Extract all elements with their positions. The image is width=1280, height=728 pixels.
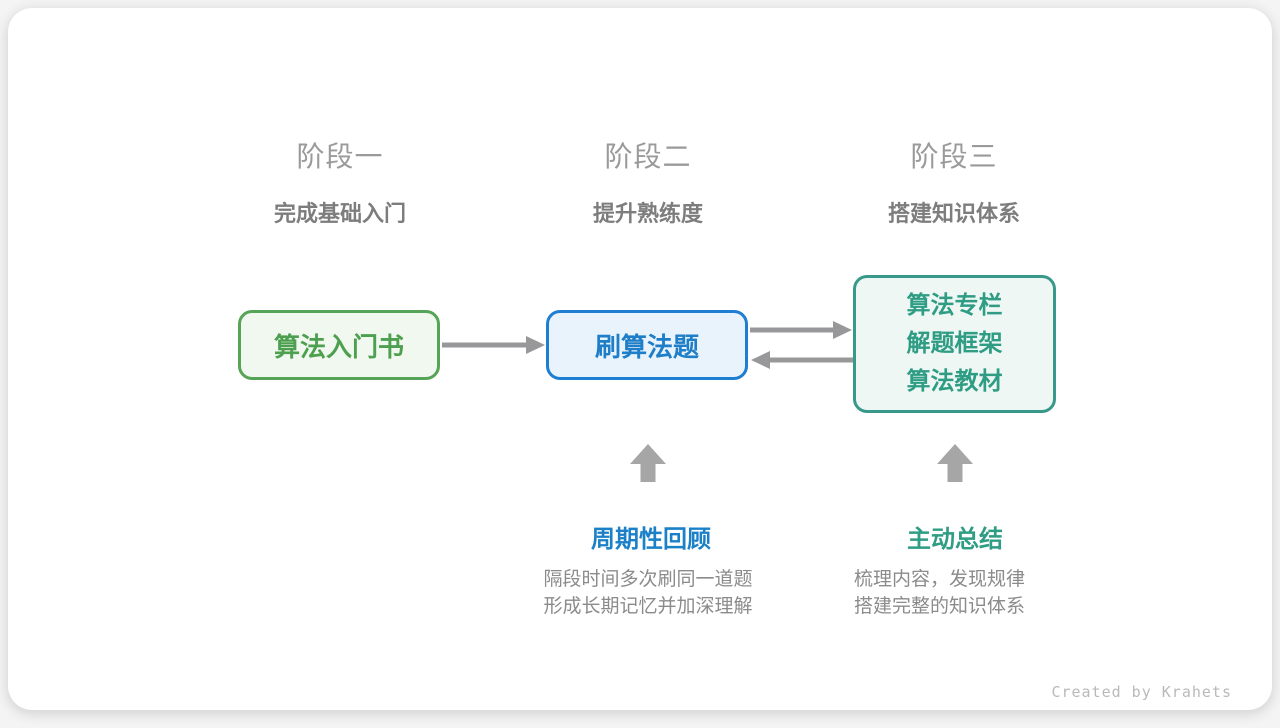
node-practice-label: 刷算法题 [594,331,699,362]
node-knowledge-line-1: 算法专栏 [906,292,1003,319]
node-intro-book: 算法入门书 [238,310,440,380]
arrow-knowledge-to-practice [751,351,853,369]
stage-3-header: 阶段三 搭建知识体系 [794,135,1114,228]
stage-1-subtitle: 完成基础入门 [273,201,406,226]
node-intro-book-label: 算法入门书 [273,331,404,362]
callout-summary-desc-line-2: 搭建完整的知识体系 [854,596,1026,617]
arrow-intro-to-practice [442,336,545,354]
stage-3-title: 阶段三 [910,141,998,172]
node-knowledge-line-3: 算法教材 [906,368,1003,395]
node-knowledge-line-2: 解题框架 [906,330,1003,357]
arrow-practice-to-knowledge [750,321,852,339]
up-arrow-summary [937,444,973,482]
up-arrow-review [630,444,666,482]
callout-review-desc-line-2: 形成长期记忆并加深理解 [543,596,753,617]
callout-review-desc: 隔段时间多次刷同一道题 形成长期记忆并加深理解 [543,566,752,620]
stage-2-header: 阶段二 提升熟练度 [488,135,808,228]
stage-2-title: 阶段二 [604,141,692,172]
callout-summary-title: 主动总结 [907,526,1003,553]
diagram-card: 阶段一 完成基础入门 阶段二 提升熟练度 阶段三 搭建知识体系 算法入门书 刷算… [8,8,1272,710]
stage-3-subtitle: 搭建知识体系 [887,201,1020,226]
credit-text: Created by Krahets [1051,683,1232,701]
callout-summary-desc: 梳理内容，发现规律 搭建完整的知识体系 [854,566,1025,620]
callout-summary-desc-line-1: 梳理内容，发现规律 [854,569,1026,590]
node-knowledge: 算法专栏 解题框架 算法教材 [853,275,1056,413]
callout-review-title: 周期性回顾 [591,526,711,553]
stage-1-title: 阶段一 [296,141,384,172]
stage-2-subtitle: 提升熟练度 [592,201,703,226]
stage-1-header: 阶段一 完成基础入门 [180,135,500,228]
callout-review-desc-line-1: 隔段时间多次刷同一道题 [543,569,753,590]
node-practice: 刷算法题 [546,310,748,380]
